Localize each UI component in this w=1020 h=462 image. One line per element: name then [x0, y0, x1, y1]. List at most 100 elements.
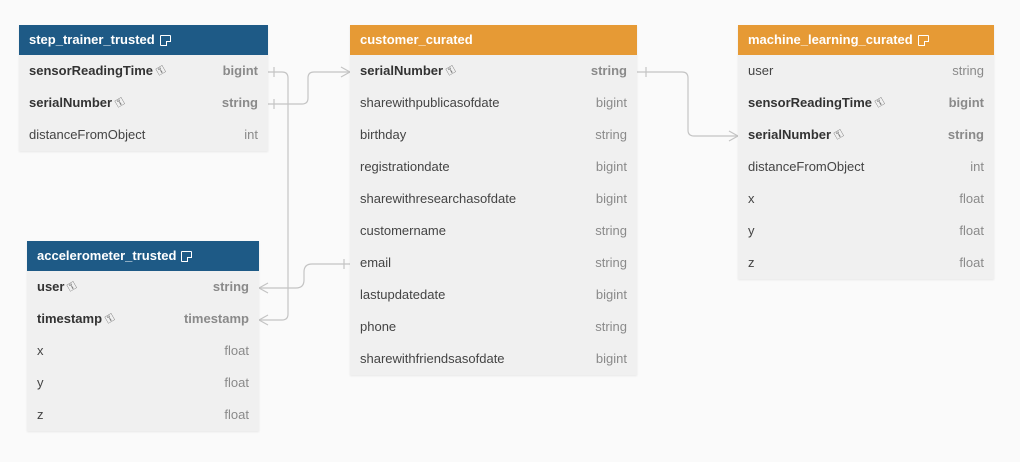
column-row-y[interactable]: y float [738, 215, 994, 247]
column-type: bigint [595, 191, 627, 206]
column-row-z[interactable]: z float [738, 247, 994, 279]
table-machine-learning-curated[interactable]: machine_learning_curated user string senso… [738, 25, 994, 279]
relationship-line [259, 263, 350, 289]
column-type: string [595, 255, 627, 270]
column-name: birthday [360, 119, 406, 151]
column-name: distanceFromObject [748, 151, 864, 183]
table-title: customer_curated [360, 32, 473, 47]
note-icon[interactable] [917, 34, 929, 46]
note-icon[interactable] [181, 250, 193, 262]
column-type: float [959, 223, 984, 238]
column-row-sharewithresearchasofdate[interactable]: sharewithresearchasofdate bigint [350, 183, 637, 215]
column-name: y [37, 367, 44, 399]
column-name: sensorReadingTime⚿ [748, 87, 887, 119]
column-row-user[interactable]: user⚿string [27, 271, 259, 303]
table-title: machine_learning_curated [748, 32, 913, 47]
column-row-sensorreadingtime[interactable]: sensorReadingTime⚿ bigint [19, 55, 268, 87]
table-customer-curated[interactable]: customer_curated serialNumber⚿ string shar… [350, 25, 637, 375]
column-type: bigint [948, 95, 984, 110]
column-name: registrationdate [360, 151, 450, 183]
column-row-x[interactable]: x float [27, 335, 259, 367]
column-name-text: sharewithpublicasofdate [360, 95, 500, 110]
column-list: sensorReadingTime⚿ bigint serialNumber⚿str… [19, 55, 268, 151]
column-row-distancefromobject[interactable]: distanceFromObject int [738, 151, 994, 183]
table-step-trainer-trusted[interactable]: step_trainer_trusted sensorReadingTime⚿ b… [19, 25, 268, 151]
column-name-text: serialNumber [29, 95, 113, 110]
column-name: sensorReadingTime⚿ [29, 55, 168, 87]
column-name: serialNumber⚿ [360, 55, 458, 87]
key-icon: ⚿ [832, 127, 846, 143]
column-name-text: registrationdate [360, 159, 450, 174]
column-name: y [748, 215, 755, 247]
column-row-serialnumber[interactable]: serialNumber⚿ string [738, 119, 994, 151]
table-header[interactable]: accelerometer_trusted [27, 241, 259, 271]
column-name: serialNumber⚿ [748, 119, 846, 151]
column-name: customername [360, 215, 446, 247]
column-row-email[interactable]: email string [350, 247, 637, 279]
key-icon: ⚿ [154, 63, 168, 79]
column-type: int [970, 159, 984, 174]
table-header[interactable]: machine_learning_curated [738, 25, 994, 55]
column-name-text: x [37, 343, 44, 358]
column-name-text: user [37, 279, 65, 294]
column-name-text: lastupdatedate [360, 287, 446, 302]
column-type: bigint [222, 63, 258, 78]
column-row-user[interactable]: user string [738, 55, 994, 87]
column-row-customername[interactable]: customername string [350, 215, 637, 247]
column-name: sharewithresearchasofdate [360, 183, 516, 215]
column-name-text: distanceFromObject [29, 127, 146, 142]
column-type: timestamp [183, 311, 249, 326]
table-accelerometer-trusted[interactable]: accelerometer_trusted user⚿string timesta… [27, 241, 259, 431]
column-row-distancefromobject[interactable]: distanceFromObject int [19, 119, 268, 151]
column-name: serialNumber⚿ [29, 87, 127, 119]
column-type: float [224, 407, 249, 422]
table-header[interactable]: customer_curated [350, 25, 637, 55]
column-name-text: distanceFromObject [748, 159, 865, 174]
column-type: string [952, 63, 984, 78]
column-type: float [224, 375, 249, 390]
column-type: float [959, 191, 984, 206]
column-name-text: user [748, 63, 774, 78]
key-icon: ⚿ [66, 279, 80, 295]
column-name-text: z [748, 255, 755, 270]
column-type: int [244, 127, 258, 142]
column-row-x[interactable]: x float [738, 183, 994, 215]
table-header[interactable]: step_trainer_trusted [19, 25, 268, 55]
column-row-serialnumber[interactable]: serialNumber⚿string [19, 87, 268, 119]
key-icon: ⚿ [103, 311, 117, 327]
column-type: string [590, 63, 627, 78]
column-name: email [360, 247, 391, 279]
note-icon[interactable] [159, 34, 171, 46]
column-name-text: birthday [360, 127, 407, 142]
column-row-y[interactable]: y float [27, 367, 259, 399]
column-type: string [595, 319, 627, 334]
column-row-serialnumber[interactable]: serialNumber⚿ string [350, 55, 637, 87]
column-name: x [748, 183, 755, 215]
column-name-text: sensorReadingTime [29, 63, 154, 78]
table-title: step_trainer_trusted [29, 32, 155, 47]
column-row-sensorreadingtime[interactable]: sensorReadingTime⚿ bigint [738, 87, 994, 119]
column-type: bigint [595, 351, 627, 366]
column-type: float [959, 255, 984, 270]
column-name: x [37, 335, 44, 367]
key-icon: ⚿ [444, 63, 458, 79]
column-type: string [947, 127, 984, 142]
column-name-text: customername [360, 223, 446, 238]
column-name-text: sharewithresearchasofdate [360, 191, 517, 206]
column-name: distanceFromObject [29, 119, 145, 151]
column-row-timestamp[interactable]: timestamp⚿timestamp [27, 303, 259, 335]
column-type: float [224, 343, 249, 358]
column-type: string [595, 223, 627, 238]
column-list: serialNumber⚿ string sharewithpublicasofda… [350, 55, 637, 375]
key-icon: ⚿ [873, 95, 887, 111]
relationship-line [637, 71, 738, 137]
